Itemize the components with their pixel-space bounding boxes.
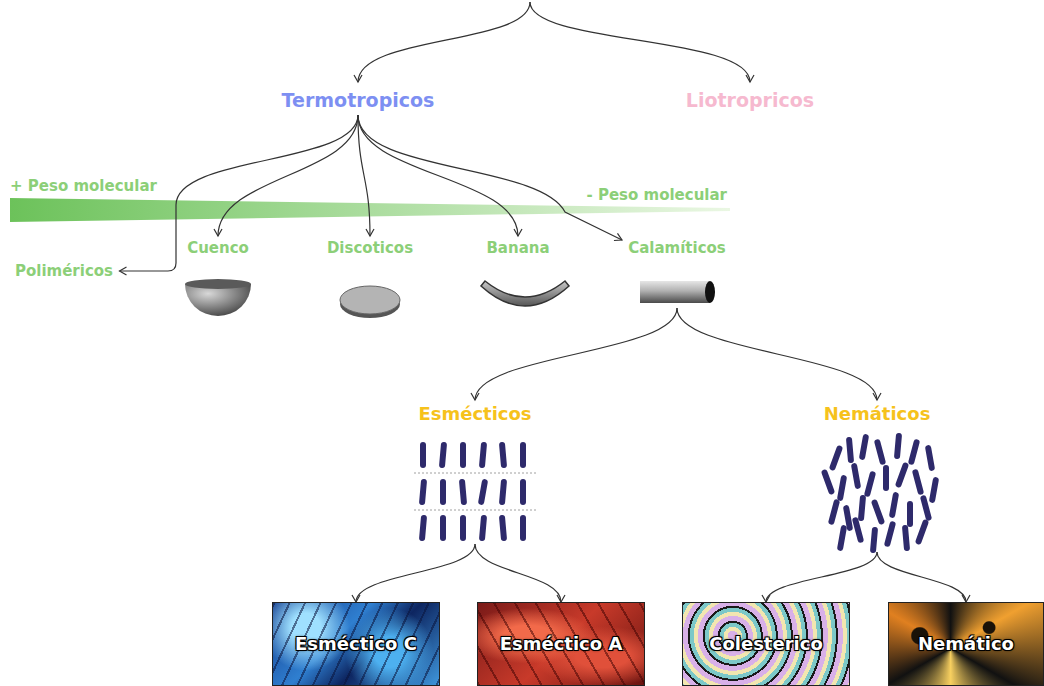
molecule-rod	[478, 479, 488, 506]
top-brace	[530, 2, 750, 82]
molecule-rod	[884, 521, 897, 548]
phase-group: Nemáticos	[815, 400, 939, 552]
shape-type: Cuenco	[178, 236, 258, 320]
bowl-shape	[185, 279, 251, 316]
molecule-rod	[902, 525, 910, 551]
molecule-rod	[915, 519, 930, 545]
molecule-rod	[874, 439, 887, 466]
molecule-rod	[440, 515, 446, 541]
connector-arrow	[475, 308, 677, 400]
connector-arrow	[475, 544, 561, 602]
shape-type: Calamíticos	[622, 236, 732, 308]
connector-arrow	[766, 552, 877, 602]
top-brace	[358, 2, 530, 82]
molecule-rod	[460, 515, 466, 541]
connector-arrow	[358, 115, 518, 236]
molecule-rod	[520, 515, 526, 541]
node-text: Termotropicos	[282, 89, 435, 112]
molecule-rod	[859, 434, 869, 461]
molecule-rod	[907, 501, 913, 527]
molecule-rod	[439, 442, 447, 468]
molecule-rod	[821, 469, 836, 495]
connector-arrow	[218, 115, 358, 236]
connector-arrow	[877, 552, 966, 602]
layer-line	[414, 510, 536, 511]
molecule-rod	[889, 492, 899, 519]
molecule-rod	[925, 445, 935, 472]
cylinder-shape	[640, 281, 715, 303]
molecule-rod	[520, 479, 526, 505]
node-text: Liotropricos	[686, 89, 814, 112]
molecule-rod	[479, 442, 487, 468]
molecule-rod	[829, 445, 844, 471]
type-label: Poliméricos	[9, 259, 120, 283]
node-text: Colesterico	[709, 633, 823, 655]
phase-group: Esmécticos	[412, 400, 538, 544]
molecule-rod	[837, 475, 847, 502]
category-title: Termotropicos	[276, 86, 441, 115]
layer-line	[414, 473, 536, 474]
axis-note: + Peso molecular	[10, 177, 157, 195]
texture-image: Nemático	[888, 602, 1044, 686]
node-text: Nemáticos	[824, 403, 931, 425]
molecule-rod	[908, 439, 921, 466]
node-text: Cuenco	[187, 239, 249, 257]
node-text: Banana	[486, 239, 549, 257]
node-text: Discoticos	[327, 239, 413, 257]
molecule-rod	[883, 465, 889, 491]
banana-shape	[481, 281, 569, 306]
node-text: Nemático	[918, 633, 1014, 655]
node-text: Poliméricos	[15, 262, 113, 280]
molecule-rod	[419, 479, 427, 505]
nematic-molecules	[821, 433, 939, 553]
molecule-rod	[520, 442, 526, 468]
texture-image: Colesterico	[682, 602, 850, 686]
disc-shape	[340, 286, 400, 318]
molecule-rod	[499, 442, 507, 468]
molecule-rod	[864, 471, 877, 498]
molecule-rod	[479, 515, 487, 541]
node-text: Esméctico A	[500, 633, 623, 655]
molecule-rod	[420, 442, 426, 468]
molecule-rod	[912, 469, 925, 496]
molecule-rod	[460, 442, 466, 468]
molecule-rod	[846, 437, 854, 463]
node-text: Esmécticos	[418, 403, 531, 425]
molecule-rod	[852, 517, 865, 544]
category-title: Liotropricos	[680, 86, 821, 115]
molecule-rod	[837, 525, 847, 552]
connector-arrow	[356, 544, 475, 602]
molecule-rod	[851, 463, 861, 490]
node-text: Calamíticos	[628, 239, 726, 257]
molecule-rod	[499, 515, 507, 541]
texture-image: Esméctico A	[477, 602, 645, 686]
molecule-rod	[895, 462, 910, 488]
molecule-rod	[894, 433, 902, 459]
molecule-rod	[871, 499, 886, 525]
molecule-rod	[459, 479, 467, 505]
shape-type: Discoticos	[320, 236, 420, 320]
molecule-rod	[920, 495, 933, 522]
molecule-rod	[499, 479, 507, 505]
connector-arrow	[358, 115, 622, 240]
molecule-rod	[929, 477, 939, 504]
node-text: Esméctico C	[295, 633, 417, 655]
molecule-rod	[858, 495, 866, 521]
molecule-rod	[870, 527, 878, 553]
shape-type: Banana	[468, 236, 568, 316]
molecule-rod	[419, 515, 427, 541]
axis-note: - Peso molecular	[586, 186, 727, 204]
texture-image: Esméctico C	[272, 602, 440, 686]
molecule-rod	[440, 479, 446, 505]
molecule-rod	[828, 499, 841, 526]
connector-arrow	[677, 308, 877, 400]
smectic-molecules	[414, 442, 536, 541]
